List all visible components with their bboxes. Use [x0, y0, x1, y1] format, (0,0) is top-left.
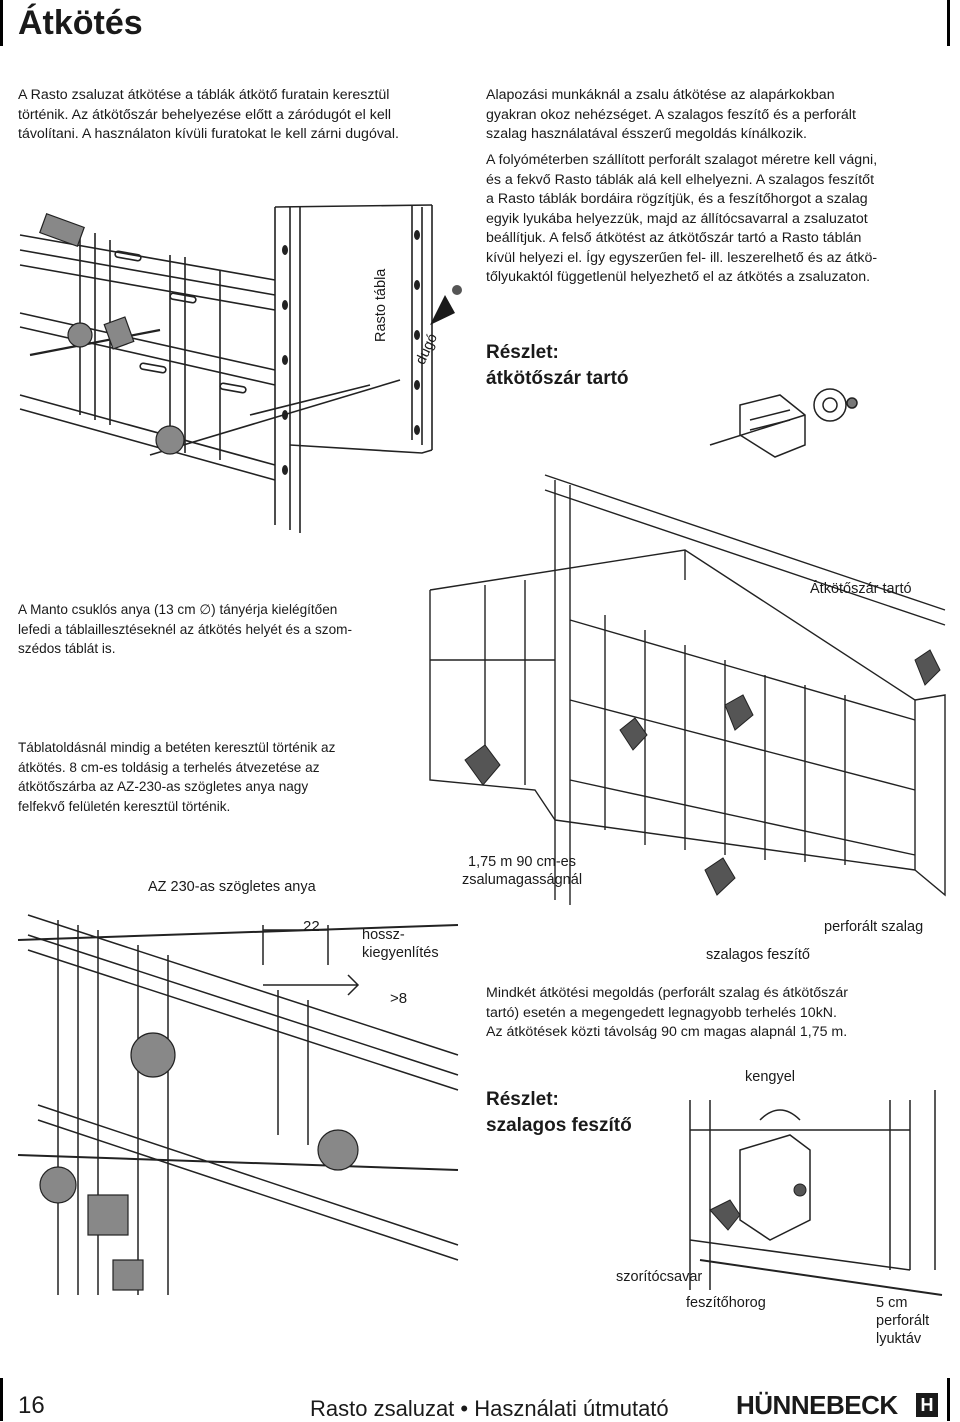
- detail-label: Részlet:: [486, 342, 559, 363]
- text-line: perforált: [876, 1313, 930, 1329]
- detail-heading-tie-holder: Részlet: átkötőszár tartó: [486, 340, 629, 392]
- detail-heading-strip-tensioner: Részlet: szalagos feszítő: [486, 1087, 632, 1139]
- label-hole-spacing: 5 cm perforált lyuktáv: [876, 1294, 929, 1348]
- instructions-paragraph: A folyóméterben szállított perforált sza…: [486, 151, 938, 288]
- label-strip-tensioner: szalagos feszítő: [706, 947, 810, 963]
- text-line: Alapozási munkáknál a zsalu átkötése az …: [486, 87, 835, 103]
- detail-title: átkötőszár tartó: [486, 368, 629, 389]
- text-line: kiegyenlítés: [362, 945, 439, 961]
- label-perforated-strip: perforált szalag: [824, 919, 924, 935]
- text-line: szédos táblát is.: [18, 641, 116, 656]
- label-rasto-panel: Rasto tábla: [373, 268, 389, 342]
- text-line: és a fekvő Rasto táblák alá kell elhelye…: [486, 171, 875, 188]
- load-note: Mindkét átkötési megoldás (perforált sza…: [486, 984, 938, 1043]
- strip-tensioner-detail-illustration: [689, 1090, 943, 1296]
- label-length-compensation: hossz- kiegyenlítés: [362, 926, 439, 962]
- dimension-greater-than-8: >8: [390, 990, 408, 1007]
- header-rule-right: [947, 0, 950, 46]
- panel-joint-illustration: [17, 914, 459, 1295]
- text-line: Mindkét átkötési megoldás (perforált sza…: [486, 985, 848, 1001]
- label-clamp-screw: szorítócsavar: [616, 1269, 703, 1285]
- footer-title: Rasto zsaluzat • Használati útmutató: [310, 1396, 669, 1421]
- rasto-panel-illustration: [19, 204, 462, 533]
- text-line: szalag használatával ésszerű megoldás kí…: [486, 126, 807, 142]
- text-line: lyuktáv: [876, 1331, 922, 1347]
- page-title: Átkötés: [18, 4, 143, 42]
- strip-tensioner-formwork-illustration: [429, 474, 946, 905]
- text-line: hossz-: [362, 927, 405, 943]
- text-line: történik. Az átkötőszár behelyezése előt…: [18, 106, 392, 123]
- detail-title: szalagos feszítő: [486, 1115, 632, 1136]
- tie-holder-detail-illustration: [709, 388, 858, 458]
- text-line: 1,75 m 90 cm-es: [468, 854, 576, 870]
- text-line: lefedi a táblaillesztéseknél az átkötés …: [18, 621, 352, 637]
- header-rule-vertical: [0, 0, 3, 46]
- label-tension-hook: feszítőhorog: [686, 1295, 766, 1311]
- text-line: átkötés. 8 cm-es toldásig a terhelés átv…: [18, 759, 320, 775]
- page-number: 16: [18, 1392, 45, 1419]
- intro-paragraph-left: A Rasto zsaluzat átkötése a táblák átköt…: [18, 86, 468, 145]
- manto-note: A Manto csuklós anya (13 cm ∅) tányérja …: [18, 600, 378, 659]
- text-line: A Manto csuklós anya (13 cm ∅) tányérja …: [18, 602, 338, 617]
- text-line: egyik lyukába helyezzük, majd az állítóc…: [486, 210, 868, 227]
- detail-label: Részlet:: [486, 1089, 559, 1110]
- text-line: beállítjuk. A felső átkötést az átkötősz…: [486, 230, 862, 246]
- text-line: 5 cm: [876, 1295, 908, 1311]
- text-line: átkötőszárba az AZ-230-as szögletes anya…: [18, 779, 309, 794]
- dimension-22: 22: [303, 918, 320, 935]
- text-line: A folyóméterben szállított perforált sza…: [486, 152, 878, 168]
- text-line: tőlyukaktól függetlenül helyezhető el az…: [486, 269, 871, 285]
- footer-rule-left: [0, 1378, 3, 1421]
- text-line: zsalumagasságnál: [461, 872, 583, 888]
- intro-paragraph-right: Alapozási munkáknál a zsalu átkötése az …: [486, 86, 938, 145]
- text-line: kívül helyezi el. Így egyszerűen fel- il…: [486, 249, 878, 266]
- brand-logo-mark: H: [916, 1393, 938, 1417]
- text-line: távolítani. A használaton kívüli furatok…: [18, 126, 399, 142]
- label-spacing: 1,75 m 90 cm-es zsalumagasságnál: [452, 853, 592, 889]
- text-line: a Rasto táblák bordáira rögzítjük, és a …: [486, 191, 868, 207]
- footer-rule-right: [947, 1378, 950, 1421]
- label-tie-holder: Átkötőszár tartó: [810, 581, 912, 597]
- text-line: Táblatoldásnál mindig a betéten keresztü…: [18, 740, 336, 755]
- text-line: gyakran okoz nehézséget. A szalagos fesz…: [486, 106, 856, 123]
- label-az230-nut: AZ 230-as szögletes anya: [148, 879, 316, 895]
- text-line: felfekvő felületén keresztül történik.: [18, 798, 231, 814]
- panel-joint-note: Táblatoldásnál mindig a betéten keresztü…: [18, 738, 370, 816]
- label-stirrup: kengyel: [745, 1069, 795, 1085]
- text-line: Az átkötések közti távolság 90 cm magas …: [486, 1024, 848, 1040]
- text-line: tartó) esetén a megengedett legnagyobb t…: [486, 1004, 837, 1021]
- brand-logo-text: HÜNNEBECK: [736, 1390, 898, 1420]
- text-line: A Rasto zsaluzat átkötése a táblák átköt…: [18, 87, 390, 103]
